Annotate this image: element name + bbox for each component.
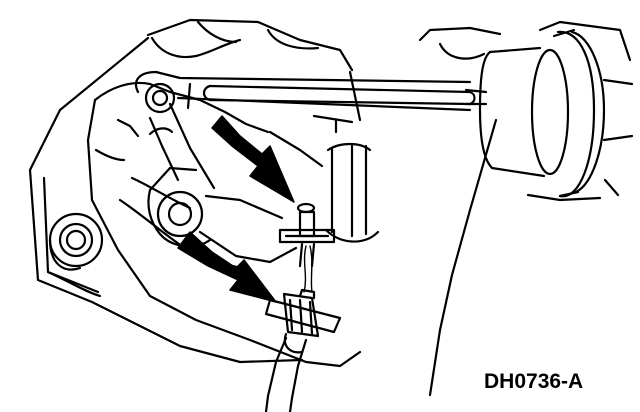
lever-arm [134,70,476,190]
arrow-icon [177,231,277,303]
left-bolt [48,212,104,271]
callout-arrows [177,115,295,303]
bracket-plate [86,81,362,368]
pivot-bracket [147,166,298,264]
pillar [324,142,380,243]
throttle-cylinder [464,28,634,198]
cable-sheath [264,336,308,412]
housing-outline [28,18,632,397]
arrow-icon [211,115,295,203]
cable-housing-clip [264,288,342,354]
figure-code-label: DH0736-A [484,370,584,393]
cable-end-fitting [278,202,336,293]
